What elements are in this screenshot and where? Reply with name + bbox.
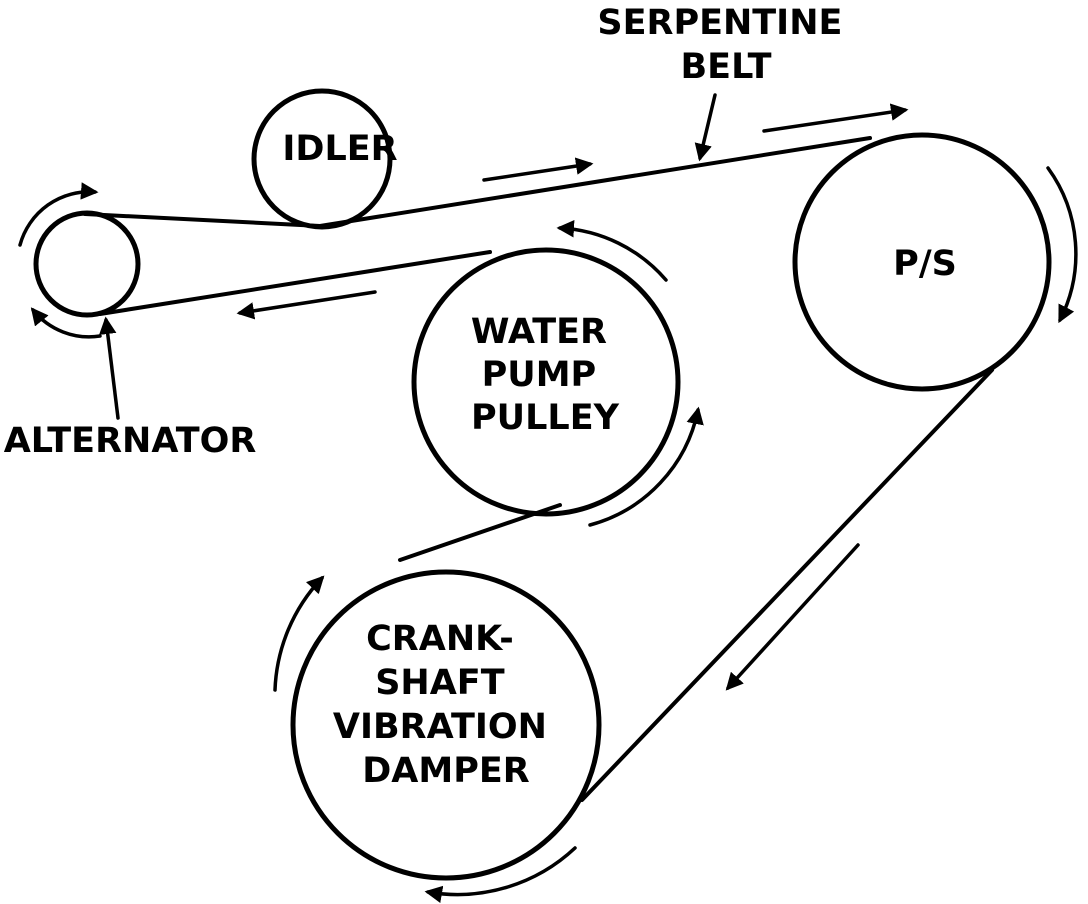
alternator-rotation-arrow-top: [18, 182, 99, 247]
crankshaft-label-line: CRANK-: [366, 619, 514, 659]
serpentine-belt-label-line: BELT: [681, 47, 772, 87]
belt-water-pump-to-alternator: [98, 250, 492, 316]
crankshaft-label-line: DAMPER: [362, 751, 530, 791]
serpentine-belt-leader-arrow: [694, 93, 717, 162]
alternator-rotation-arrow-bottom: [30, 307, 102, 339]
crankshaft-label-line: SHAFT: [375, 663, 504, 703]
idler-label: IDLER: [282, 129, 397, 169]
crankshaft-label-line: VIBRATION: [333, 707, 547, 747]
rotation-arrows: [18, 166, 1078, 904]
belt-ps-to-damper: [580, 368, 994, 802]
belt-idler-to-ps: [318, 136, 872, 228]
belt-direction-arrows: [236, 103, 909, 691]
ps-pulley: [792, 132, 1052, 392]
idler-pulley: [251, 88, 393, 230]
water-pump-pulley: [411, 247, 681, 517]
serpentine-belt-label: SERPENTINE BELT: [597, 3, 854, 87]
damper-rotation-arrow-left: [273, 575, 325, 692]
ps-label: P/S: [893, 244, 957, 284]
belt-direction-arrow-diagonal: [725, 543, 860, 691]
serpentine-belt: [83, 136, 994, 802]
crankshaft-label: CRANK- SHAFT VIBRATION DAMPER: [333, 619, 559, 791]
alternator-leader-arrow: [99, 316, 120, 420]
belt-direction-arrow-upper-left: [482, 157, 594, 182]
ps-rotation-arrow: [1046, 166, 1078, 324]
belt-direction-arrow-lower: [236, 290, 377, 320]
water-pump-label-line: PULLEY: [471, 398, 620, 438]
water-pump-label-line: PUMP: [482, 355, 597, 395]
damper-rotation-arrow-bottom: [424, 846, 577, 904]
water-pump-rotation-arrow-bottom: [588, 406, 704, 527]
water-pump-label: WATER PUMP PULLEY: [471, 312, 620, 438]
serpentine-belt-label-line: SERPENTINE: [597, 3, 842, 43]
belt-direction-arrow-upper-right: [762, 103, 909, 133]
alternator-label: ALTERNATOR: [4, 421, 257, 461]
water-pump-label-line: WATER: [471, 312, 607, 352]
belt-alternator-to-idler: [83, 212, 322, 228]
alternator-pulley: [33, 210, 141, 318]
crankshaft-damper-pulley: [290, 569, 602, 881]
water-pump-rotation-arrow-top: [556, 219, 668, 282]
